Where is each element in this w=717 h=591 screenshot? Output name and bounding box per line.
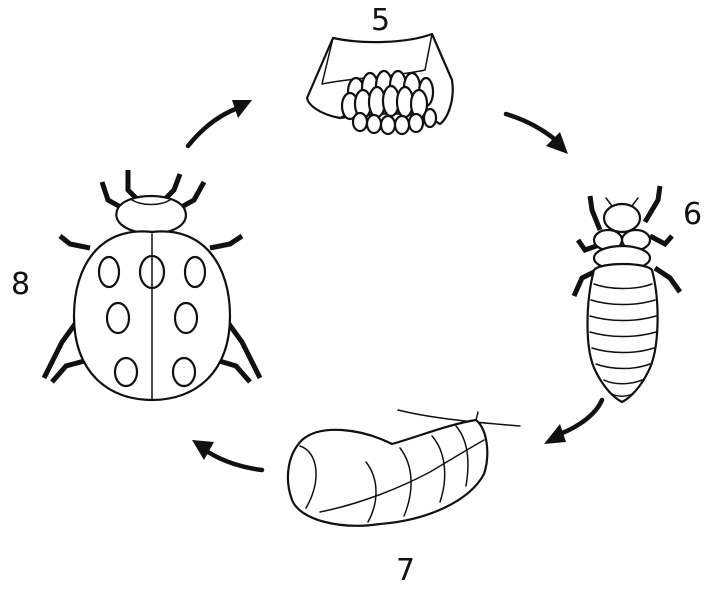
arrow-adult-to-eggs <box>188 100 252 146</box>
larva-illustration <box>574 186 680 402</box>
pupa-illustration <box>288 410 520 526</box>
arrowhead-icon <box>544 424 566 444</box>
arrowhead-icon <box>192 440 214 460</box>
stage-label-eggs: 5 <box>371 6 390 36</box>
stage-label-adult: 8 <box>11 270 30 300</box>
arrowhead-icon <box>232 100 252 118</box>
arrow-pupa-to-adult <box>192 440 262 470</box>
stage-label-pupa: 7 <box>396 556 415 586</box>
adult-ladybird-illustration <box>44 170 260 400</box>
arrow-eggs-to-larva <box>506 114 568 154</box>
stage-label-larva: 6 <box>683 200 702 230</box>
arrow-larva-to-pupa <box>544 400 602 444</box>
egg-cluster-illustration <box>307 34 453 134</box>
